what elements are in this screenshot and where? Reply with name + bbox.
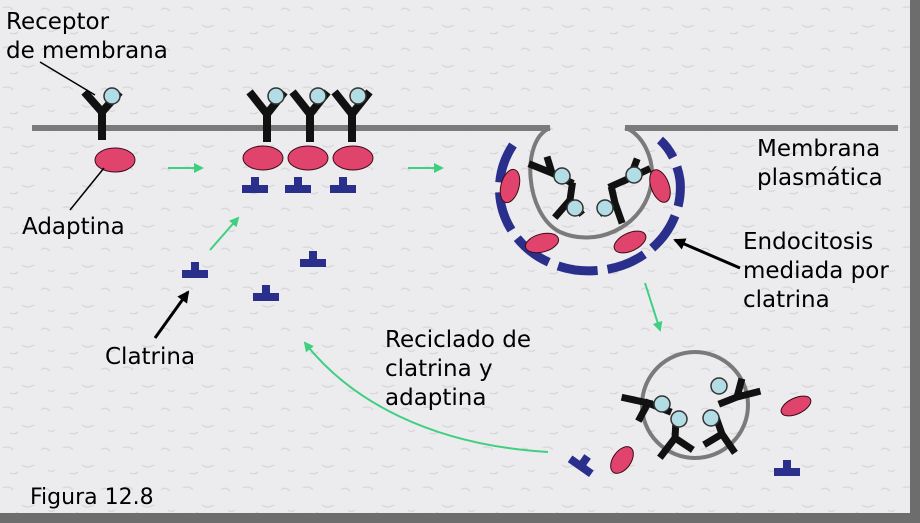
adaptin — [613, 230, 647, 254]
membrane-pit — [528, 126, 654, 240]
ligand — [103, 87, 121, 105]
adaptin — [287, 145, 329, 171]
background-texture — [0, 0, 910, 513]
adaptin — [649, 169, 671, 203]
endocytosis-diagram — [0, 0, 910, 513]
label-endocitosis: Endocitosis mediada por clatrina — [743, 229, 889, 313]
ligand — [710, 377, 728, 395]
ligand — [625, 166, 643, 184]
adaptin — [610, 446, 634, 474]
label-clatrina: Clatrina — [105, 344, 196, 370]
ligand — [596, 199, 614, 217]
ligand — [553, 167, 571, 185]
clathrin-coat — [495, 136, 685, 276]
adaptin — [332, 145, 374, 171]
adaptin — [242, 145, 284, 171]
ligand — [309, 87, 327, 105]
ligand — [653, 395, 671, 413]
step-arrows — [168, 163, 663, 453]
adaptin — [780, 395, 812, 417]
label-adaptina: Adaptina — [22, 214, 125, 240]
adaptin — [499, 168, 521, 204]
label-receptor: Receptor de membrana — [6, 9, 168, 64]
ligand — [566, 199, 584, 217]
ligand — [267, 87, 285, 105]
pointer-lines — [39, 61, 741, 339]
label-reciclado: Reciclado de clatrina y adaptina — [385, 327, 531, 411]
adaptin — [524, 232, 560, 254]
ligand — [702, 409, 720, 427]
clathrin-unit — [567, 454, 594, 478]
figure-caption: Figura 12.8 — [30, 485, 154, 510]
adaptin — [94, 147, 136, 173]
label-membrana: Membrana plasmática — [757, 136, 883, 191]
ligand — [670, 410, 688, 428]
ligand — [349, 87, 367, 105]
